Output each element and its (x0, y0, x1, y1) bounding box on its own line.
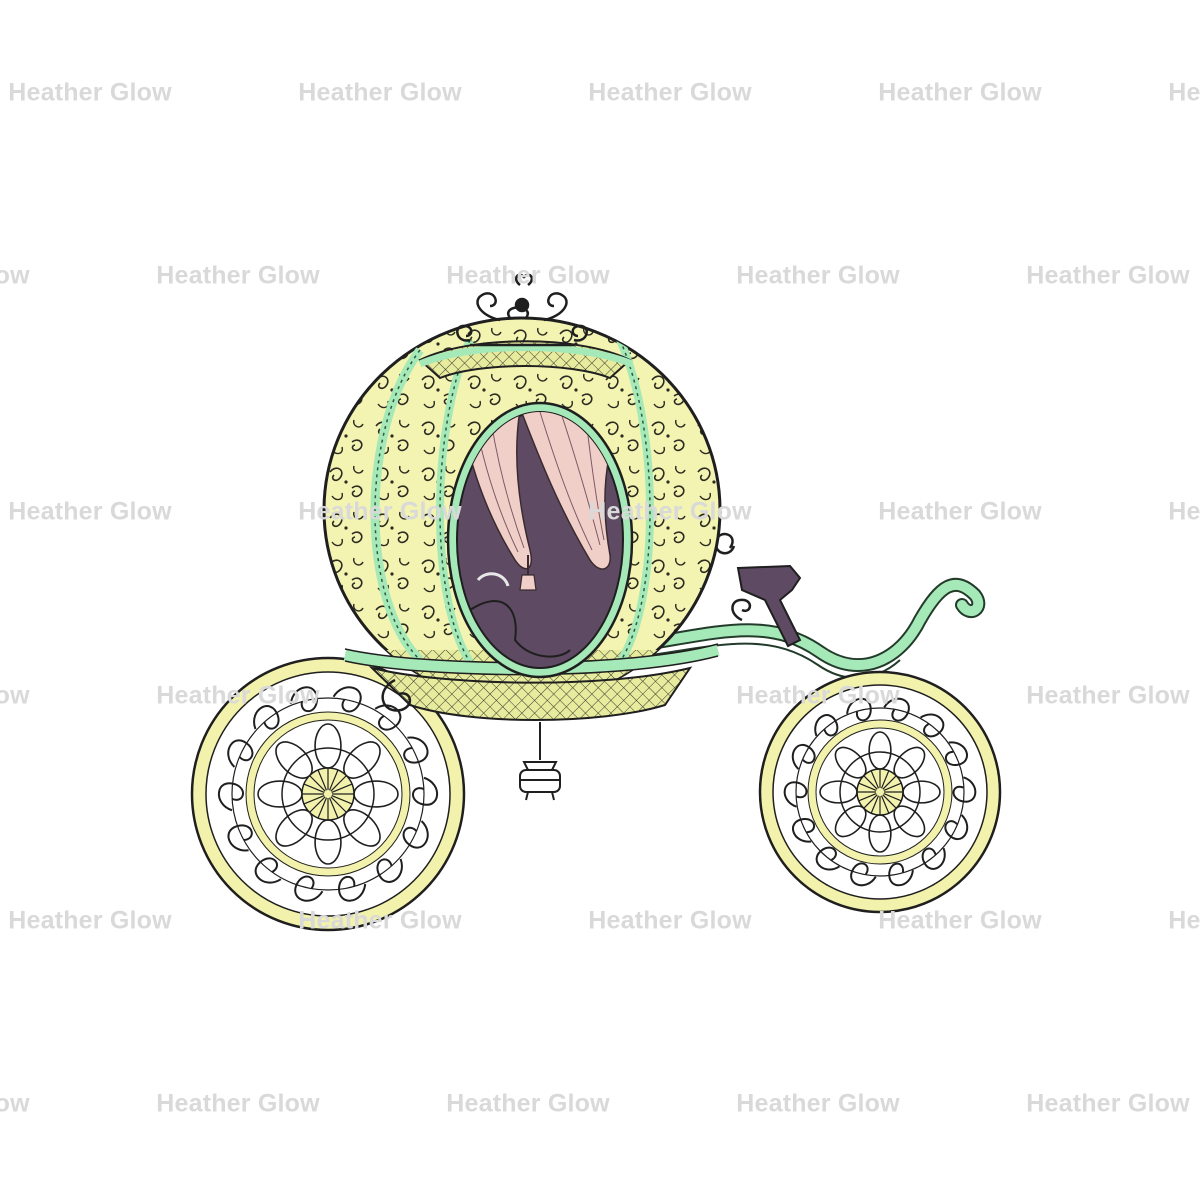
watermark-text: Heather Glow (1168, 497, 1200, 526)
carriage-window (446, 401, 634, 679)
watermark-text: Heather Glow (298, 906, 462, 935)
watermark-text: Heather Glow (588, 78, 752, 107)
watermark-text: Heather Glow (446, 1089, 610, 1118)
crown-ornament (456, 273, 588, 347)
watermark-text: Heather Glow (588, 497, 752, 526)
watermark-text: Heather Glow (156, 681, 320, 710)
watermark-text: Heather Glow (298, 78, 462, 107)
watermark-text: Heather Glow (1026, 1089, 1190, 1118)
front-wheel (758, 670, 1002, 914)
watermark-text: Heather Glow (878, 78, 1042, 107)
rear-suspension-scroll (381, 678, 411, 712)
watermark-text: Heather Glow (8, 497, 172, 526)
watermark-text: Heather Glow (0, 1089, 30, 1118)
watermark-text: Heather Glow (0, 261, 30, 290)
watermark-text: Heather Glow (1168, 78, 1200, 107)
watermark-text: Heather Glow (156, 1089, 320, 1118)
rear-wheel (190, 656, 466, 932)
watermark-text: Heather Glow (878, 906, 1042, 935)
watermark-text: Heather Glow (878, 497, 1042, 526)
watermark-text: Heather Glow (1026, 681, 1190, 710)
watermark-text: Heather Glow (446, 261, 610, 290)
watermark-text: Heather Glow (1026, 261, 1190, 290)
watermark-text: Heather Glow (8, 78, 172, 107)
watermark-text: Heather Glow (1168, 906, 1200, 935)
watermark-text: Heather Glow (736, 681, 900, 710)
watermark-text: Heather Glow (298, 497, 462, 526)
coachman-seat-bracket (714, 532, 802, 648)
watermark-text: Heather Glow (588, 906, 752, 935)
hanging-lantern (519, 722, 561, 801)
watermark-text: Heather Glow (0, 681, 30, 710)
watermark-text: Heather Glow (736, 1089, 900, 1118)
watermark-text: Heather Glow (156, 261, 320, 290)
watermark-text: Heather Glow (736, 261, 900, 290)
watermark-text: Heather Glow (8, 906, 172, 935)
